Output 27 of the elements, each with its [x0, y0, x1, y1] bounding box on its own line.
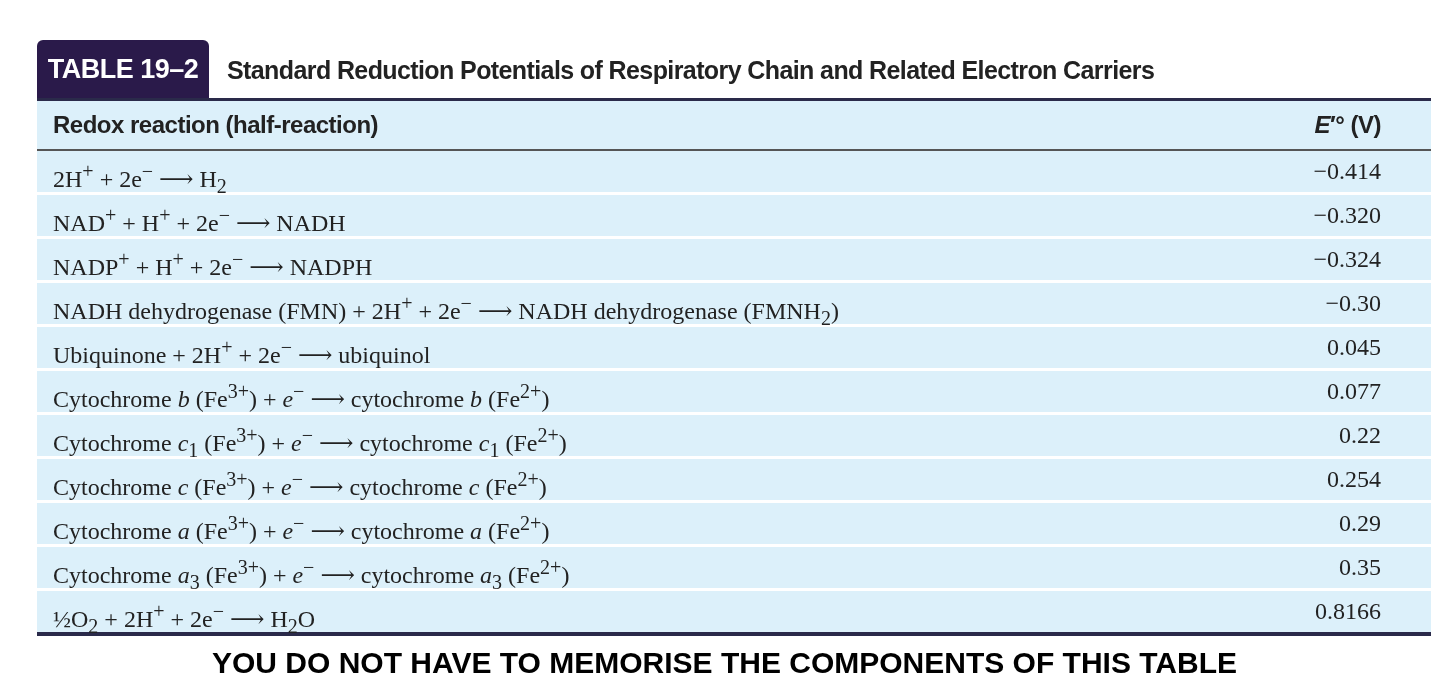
- table-number-badge: TABLE 19–2: [37, 40, 209, 98]
- table-cell: −0.414: [1211, 151, 1431, 195]
- table-cell: 0.29: [1211, 503, 1431, 547]
- table-cell: −0.324: [1211, 239, 1431, 283]
- column-header: Redox reaction (half-reaction): [37, 101, 1211, 151]
- table-cell: 0.35: [1211, 547, 1431, 591]
- table-cell: 0.045: [1211, 327, 1431, 371]
- table-cell: 0.254: [1211, 459, 1431, 503]
- table-cell: −0.30: [1211, 283, 1431, 327]
- column-header: E′° (V): [1211, 101, 1431, 151]
- table-cell: Cytochrome a (Fe$^{3+}$) + e$^{−}$ ⟶ cytochrome a (Fe$^{2+}$): [37, 503, 1211, 547]
- table-cell: Ubiquinone + 2H$^{+}$ + 2e$^{−}$ ⟶ ubiquinol: [37, 327, 1211, 371]
- table-cell: 0.22: [1211, 415, 1431, 459]
- table-title: Standard Reduction Potentials of Respiratory Chain and Related Electron Carriers: [227, 56, 1155, 85]
- table-cell: NADP$^{+}$ + H$^{+}$ + 2e$^{−}$ ⟶ NADPH: [37, 239, 1211, 283]
- table-cell: Cytochrome c (Fe$^{3+}$) + e$^{−}$ ⟶ cytochrome c (Fe$^{2+}$): [37, 459, 1211, 503]
- table-cell: 0.077: [1211, 371, 1431, 415]
- table-cell: Cytochrome a$_{3}$ (Fe$^{3+}$) + e$^{−}$ ⟶ cytochrome a$_{3}$ (Fe$^{2+}$): [37, 547, 1211, 591]
- table-cell: NADH dehydrogenase (FMN) + 2H$^{+}$ + 2e$^{−}$ ⟶ NADH dehydrogenase (FMNH$_{2}$): [37, 283, 1211, 327]
- table-cell: 0.8166: [1211, 591, 1431, 632]
- table-cell: Cytochrome b (Fe$^{3+}$) + e$^{−}$ ⟶ cytochrome b (Fe$^{2+}$): [37, 371, 1211, 415]
- note-text: YOU DO NOT HAVE TO MEMORISE THE COMPONENTS OF THIS TABLE: [211, 646, 1237, 680]
- table-cell: Cytochrome c$_{1}$ (Fe$^{3+}$) + e$^{−}$ ⟶ cytochrome c$_{1}$ (Fe$^{2+}$): [37, 415, 1211, 459]
- table-cell: 2H$^{+}$ + 2e$^{−}$ ⟶ H$_{2}$: [37, 151, 1211, 195]
- table-cell: −0.320: [1211, 195, 1431, 239]
- table-cell: NAD$^{+}$ + H$^{+}$ + 2e$^{−}$ ⟶ NADH: [37, 195, 1211, 239]
- table-cell: ½O$_{2}$ + 2H$^{+}$ + 2e$^{−}$ ⟶ H$_{2}$O: [37, 591, 1211, 632]
